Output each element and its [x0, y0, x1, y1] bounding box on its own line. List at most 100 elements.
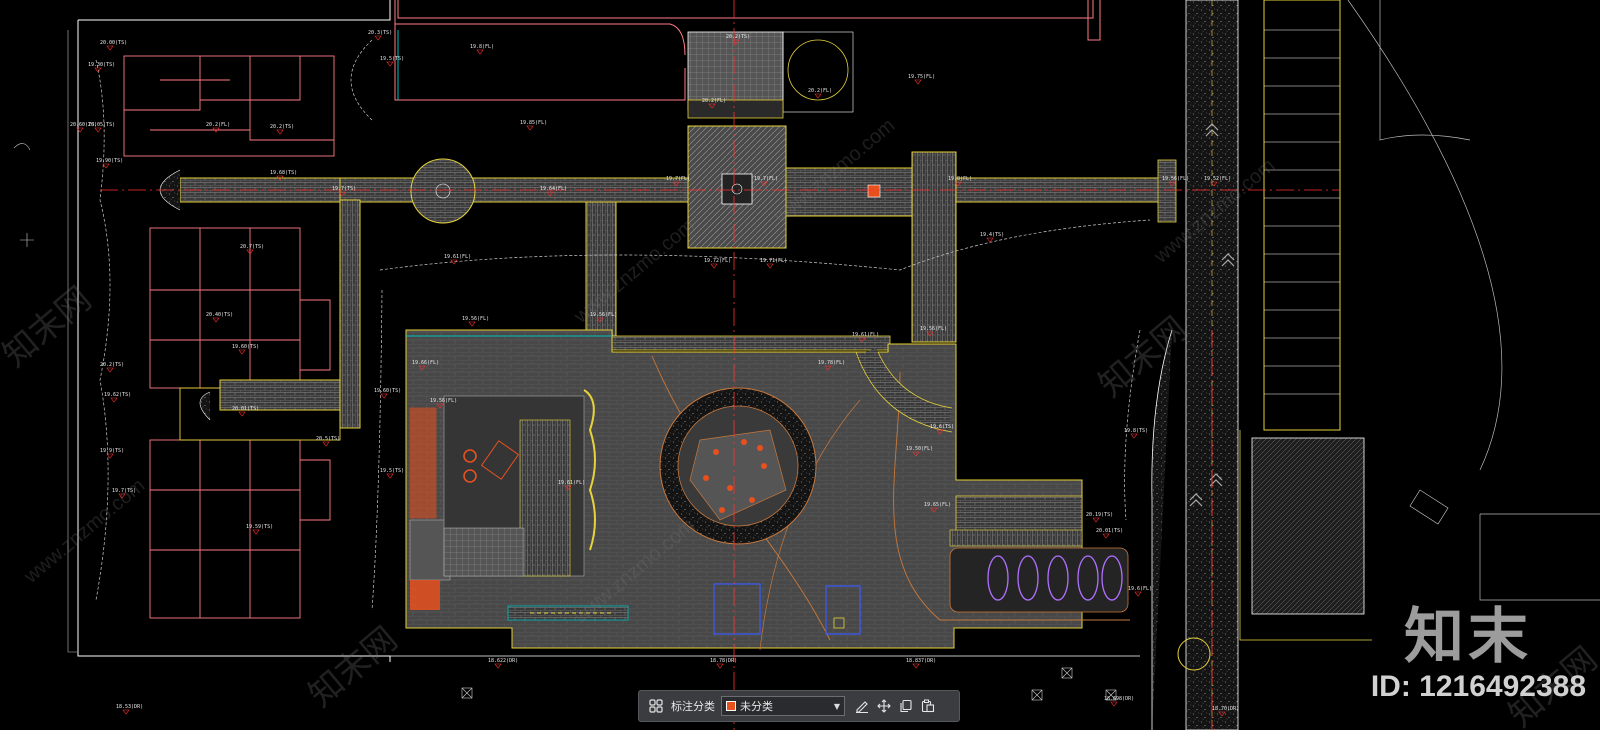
elevation-labels: 20.2(TS)20.00(TS)19.30(TS)20.05(TS)20.60… [70, 30, 1239, 717]
elevation-label: 20.5(TS) [316, 436, 340, 442]
elevation-label: 20.00(TS) [100, 40, 127, 46]
elevation-marker [276, 129, 284, 135]
east-playground [949, 495, 1129, 613]
elevation-marker [1218, 711, 1226, 717]
elevation-label: 19.71(FL) [760, 258, 787, 264]
elevation-label: 19.56(FL) [1162, 176, 1189, 182]
elevation-label: 19.8(FL) [948, 176, 972, 182]
elevation-label: 19.7(FL) [666, 176, 690, 182]
elevation-marker [322, 441, 330, 447]
elevation-label: 20.05(TS) [88, 122, 115, 128]
elevation-label: 20.2(TS) [100, 362, 124, 368]
elevation-label: 18.53(DR) [116, 704, 143, 710]
elevation-label: 20.2(FL) [808, 88, 832, 94]
elevation-label: 19.65(FL) [924, 502, 951, 508]
elevation-marker [212, 127, 220, 133]
elevation-label: 19.68(TS) [270, 170, 297, 176]
elevation-label: 20.2(FL) [702, 98, 726, 104]
elevation-marker [118, 493, 126, 499]
elevation-label: 19.61(FL) [852, 332, 879, 338]
elevation-marker [468, 321, 476, 327]
elevation-marker [912, 451, 920, 457]
elevation-label: 19.8(FL) [470, 44, 494, 50]
annotation-toolbar: 标注分类 未分类 ▼ [638, 690, 960, 722]
elevation-marker [102, 163, 110, 169]
elevation-marker [526, 125, 534, 131]
grid-icon[interactable] [645, 695, 667, 717]
copy-icon[interactable] [895, 695, 917, 717]
survey-markers [13, 143, 1117, 701]
elevation-marker [374, 35, 382, 41]
elevation-label: 18.70(DR) [1212, 706, 1239, 712]
elevation-marker [94, 127, 102, 133]
elevation-marker [708, 103, 716, 109]
chevron-down-icon: ▼ [833, 701, 840, 711]
site-boundary [67, 0, 1140, 662]
elevation-label: 19.5(TS) [380, 56, 404, 62]
toolbar-label: 标注分类 [671, 700, 715, 713]
east-street [1151, 0, 1600, 730]
elevation-label: 19.85(FL) [520, 120, 547, 126]
category-dropdown[interactable]: 未分类 ▼ [721, 696, 845, 716]
elevation-marker [76, 127, 84, 133]
watermark-logo: 知末 [1404, 602, 1532, 672]
elevation-label: 19.7(TS) [112, 488, 136, 494]
elevation-marker [450, 259, 458, 265]
elevation-label: 19.61(FL) [444, 254, 471, 260]
paste-icon[interactable] [917, 695, 939, 717]
elevation-marker [814, 93, 822, 99]
elevation-marker [238, 411, 246, 417]
elevation-marker [564, 485, 572, 491]
elevation-label: 19.64(FL) [540, 186, 567, 192]
elevation-label: 19.6(FL) [1128, 586, 1152, 592]
elevation-marker [106, 45, 114, 51]
elevation-label: 18.78(DR) [710, 658, 737, 664]
elevation-label: 19.50(FL) [906, 446, 933, 452]
elevation-marker [110, 397, 118, 403]
elevation-label: 19.4(TS) [980, 232, 1004, 238]
elevation-marker [936, 429, 944, 435]
elevation-label: 20.01(TS) [1096, 528, 1123, 534]
elevation-marker [94, 67, 102, 73]
elevation-marker [494, 663, 502, 669]
elevation-marker [986, 237, 994, 243]
move-icon[interactable] [873, 695, 895, 717]
elevation-marker [1110, 701, 1118, 707]
elevation-label: 19.56(FL) [430, 398, 457, 404]
elevation-marker [122, 709, 130, 715]
elevation-label: 19.6(TS) [930, 424, 954, 430]
elevation-marker [380, 393, 388, 399]
elevation-marker [1134, 591, 1142, 597]
elevation-label: 20.40(TS) [206, 312, 233, 318]
elevation-label: 19.7(TS) [332, 186, 356, 192]
category-value: 未分类 [740, 700, 773, 713]
elevation-label: 20.2(FL) [206, 122, 230, 128]
elevation-marker [1130, 433, 1138, 439]
elevation-marker [212, 317, 220, 323]
north-building [394, 0, 1101, 101]
elevation-label: 19.56(FL) [590, 312, 617, 318]
elevation-marker [930, 507, 938, 513]
elevation-marker [710, 263, 718, 269]
residential-buildings [123, 55, 341, 619]
edit-icon[interactable] [851, 695, 873, 717]
elevation-marker [238, 349, 246, 355]
elevation-marker [760, 181, 768, 187]
elevation-marker [596, 317, 604, 323]
elevation-label: 19.59(TS) [246, 524, 273, 530]
elevation-label: 20.2(TS) [270, 124, 294, 130]
elevation-label: 19.56(FL) [920, 326, 947, 332]
elevation-marker [386, 473, 394, 479]
elevation-marker [106, 453, 114, 459]
central-square [687, 125, 787, 249]
elevation-marker [1210, 181, 1218, 187]
elevation-marker [276, 175, 284, 181]
elevation-label: 19.60(TS) [232, 344, 259, 350]
elevation-label: 19.66(FL) [412, 360, 439, 366]
elevation-label: 19.5(TS) [380, 468, 404, 474]
category-color-swatch [726, 701, 736, 711]
elevation-marker [914, 79, 922, 85]
elevation-label: 18.837(DR) [906, 658, 936, 664]
west-activity-zone [409, 389, 629, 621]
